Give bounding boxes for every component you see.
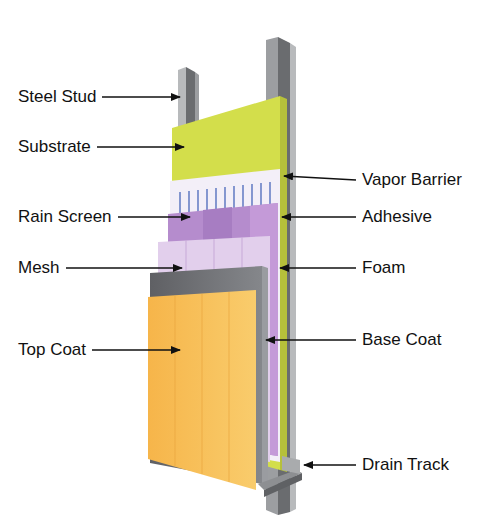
leader-line — [304, 464, 356, 466]
leader-line — [97, 146, 184, 148]
part-label: Mesh — [18, 258, 60, 278]
leader-line — [118, 216, 190, 218]
part-label: Adhesive — [362, 207, 432, 227]
leader-line — [92, 349, 180, 351]
leader-line — [66, 267, 182, 269]
part-label: Drain Track — [362, 455, 449, 475]
leader-line — [102, 96, 180, 98]
leader-line — [280, 267, 356, 269]
top-coat-layer — [148, 290, 256, 490]
part-label: Base Coat — [362, 330, 441, 350]
part-label: Top Coat — [18, 340, 86, 360]
leader-line — [284, 176, 356, 180]
drain-track — [258, 456, 302, 497]
leader-line — [282, 216, 356, 218]
part-label: Rain Screen — [18, 207, 112, 227]
part-label: Vapor Barrier — [362, 170, 462, 190]
leader-line — [266, 339, 356, 341]
part-label: Substrate — [18, 137, 91, 157]
part-label: Foam — [362, 258, 405, 278]
part-label: Steel Stud — [18, 87, 96, 107]
